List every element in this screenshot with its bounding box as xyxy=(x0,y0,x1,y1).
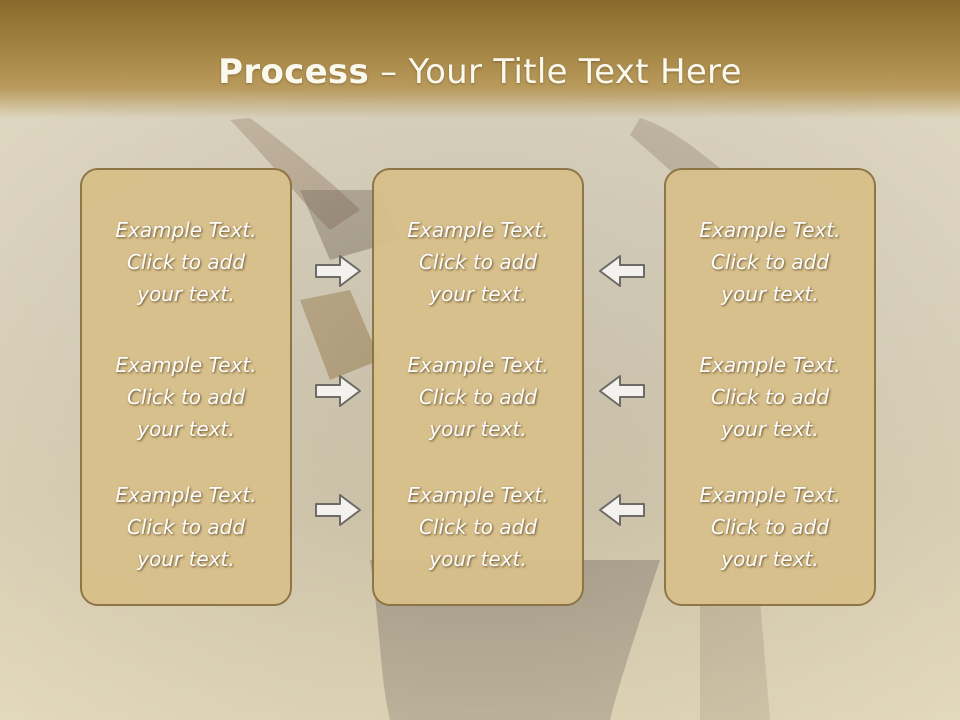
text-line: Click to add xyxy=(710,250,830,274)
arrow-left-icon xyxy=(599,255,645,287)
text-line: your text. xyxy=(721,547,819,571)
arrow-left-icon xyxy=(599,375,645,407)
text-line: your text. xyxy=(137,417,235,441)
arrow-left-icon xyxy=(599,494,645,526)
arrow-right-icon xyxy=(315,375,361,407)
text-placeholder[interactable]: Example Text. Click to add your text. xyxy=(82,214,290,310)
text-line: your text. xyxy=(429,417,527,441)
text-placeholder[interactable]: Example Text. Click to add your text. xyxy=(82,479,290,575)
text-line: Example Text. xyxy=(699,353,841,377)
process-box-middle: Example Text. Click to add your text. Ex… xyxy=(372,168,584,606)
text-line: Example Text. xyxy=(115,483,257,507)
text-line: Example Text. xyxy=(115,353,257,377)
arrow-right-icon xyxy=(315,255,361,287)
text-placeholder[interactable]: Example Text. Click to add your text. xyxy=(666,214,874,310)
text-line: Click to add xyxy=(126,515,246,539)
text-line: Click to add xyxy=(710,385,830,409)
text-line: Example Text. xyxy=(407,353,549,377)
text-placeholder[interactable]: Example Text. Click to add your text. xyxy=(666,479,874,575)
text-line: your text. xyxy=(429,282,527,306)
text-line: Click to add xyxy=(418,515,538,539)
text-line: Example Text. xyxy=(115,218,257,242)
text-line: Click to add xyxy=(710,515,830,539)
text-line: your text. xyxy=(721,282,819,306)
text-placeholder[interactable]: Example Text. Click to add your text. xyxy=(374,214,582,310)
text-line: Example Text. xyxy=(407,218,549,242)
text-line: Example Text. xyxy=(407,483,549,507)
arrow-right-icon xyxy=(315,494,361,526)
process-box-left: Example Text. Click to add your text. Ex… xyxy=(80,168,292,606)
process-box-right: Example Text. Click to add your text. Ex… xyxy=(664,168,876,606)
text-placeholder[interactable]: Example Text. Click to add your text. xyxy=(374,479,582,575)
text-placeholder[interactable]: Example Text. Click to add your text. xyxy=(374,349,582,445)
text-line: Click to add xyxy=(126,250,246,274)
text-line: Example Text. xyxy=(699,483,841,507)
slide-title[interactable]: Process – Your Title Text Here xyxy=(0,52,960,92)
text-placeholder[interactable]: Example Text. Click to add your text. xyxy=(82,349,290,445)
text-line: your text. xyxy=(137,282,235,306)
text-line: Example Text. xyxy=(699,218,841,242)
title-rest-part: – Your Title Text Here xyxy=(369,52,742,92)
text-line: Click to add xyxy=(418,250,538,274)
text-line: Click to add xyxy=(126,385,246,409)
text-line: Click to add xyxy=(418,385,538,409)
title-band xyxy=(0,0,960,118)
text-line: your text. xyxy=(137,547,235,571)
title-bold-part: Process xyxy=(218,52,370,92)
text-placeholder[interactable]: Example Text. Click to add your text. xyxy=(666,349,874,445)
text-line: your text. xyxy=(429,547,527,571)
text-line: your text. xyxy=(721,417,819,441)
